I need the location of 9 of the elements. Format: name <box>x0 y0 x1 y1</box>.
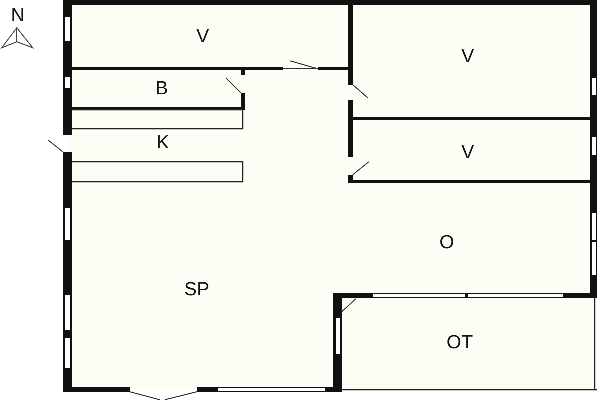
room-label: OT <box>446 334 474 352</box>
room-label: SP <box>184 280 210 300</box>
compass-label: N <box>11 6 25 26</box>
room-label: O <box>440 234 454 252</box>
room-label: K <box>156 134 170 152</box>
room-label: V <box>462 144 474 162</box>
room-label: V <box>196 28 210 46</box>
room-label: B <box>156 80 168 98</box>
room-label: V <box>462 48 474 66</box>
